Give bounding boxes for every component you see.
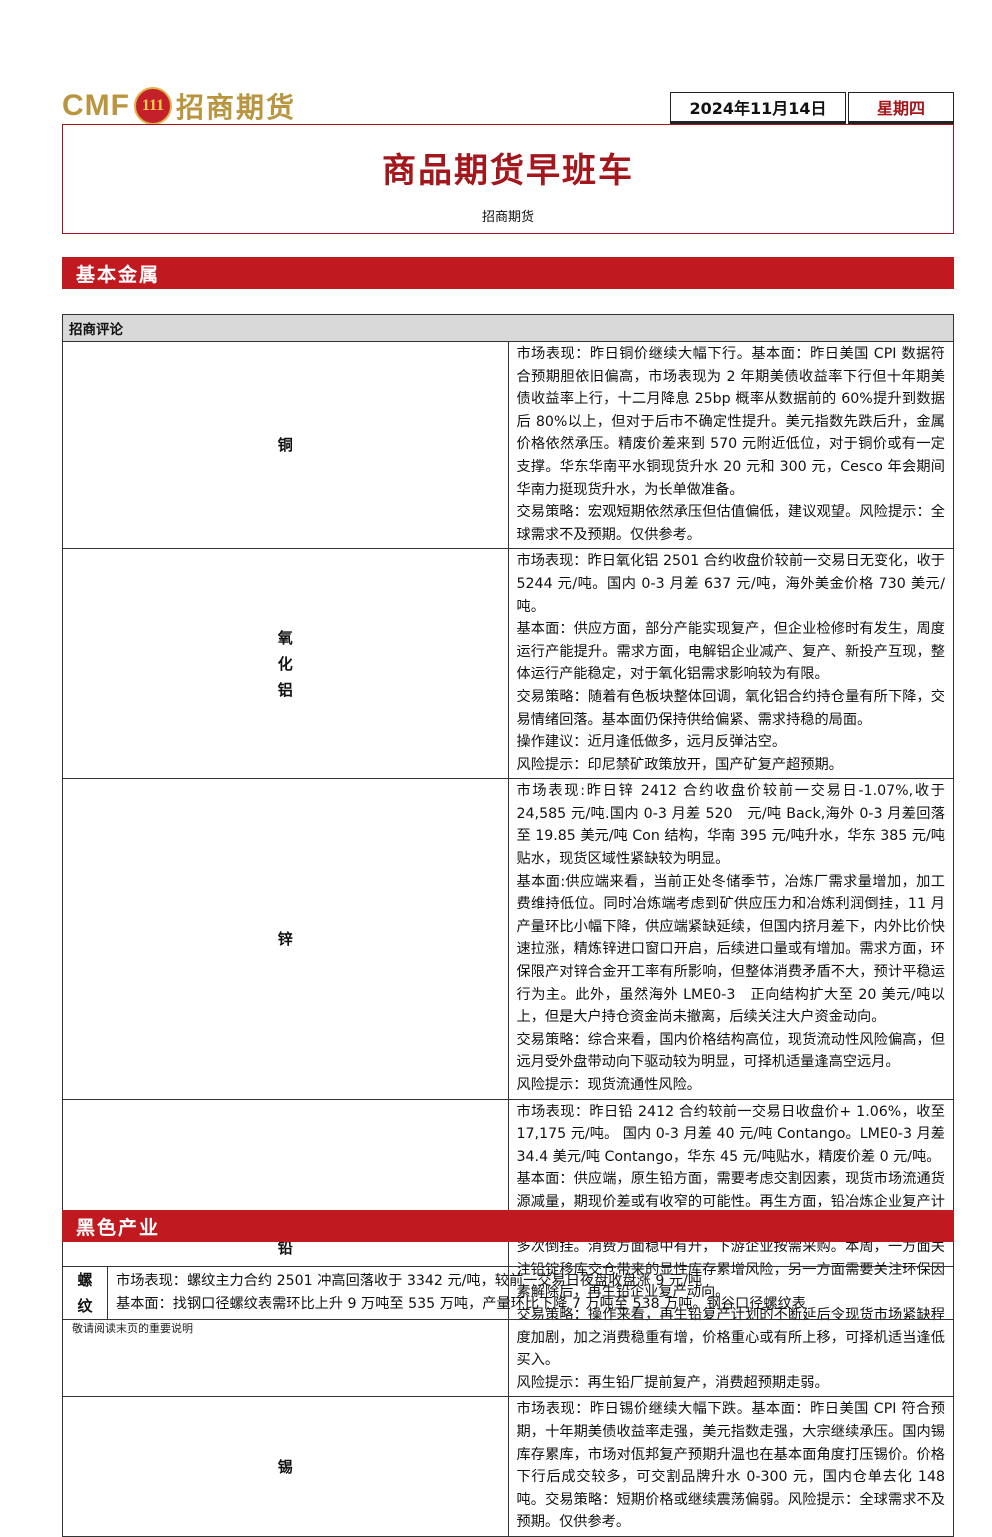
logo-cmf-text: CMF bbox=[62, 89, 130, 122]
row-content-alumina: 市场表现：昨日氧化铝 2501 合约收盘价较前一交易日无变化，收于 5244 元… bbox=[507, 548, 954, 780]
paragraph: 基本面：找钢口径螺纹表需环比上升 9 万吨至 535 万吨，产量环比下降 7 万… bbox=[116, 1295, 806, 1312]
report-weekday: 星期四 bbox=[848, 92, 954, 124]
row-label-rebar: 螺纹 bbox=[62, 1266, 108, 1320]
logo-seal-icon: 111 bbox=[133, 87, 172, 125]
table-row: 螺纹 市场表现：螺纹主力合约 2501 冲高回落收于 3342 元/吨，较前一交… bbox=[62, 1266, 954, 1320]
page-subtitle: 招商期货 bbox=[481, 210, 534, 225]
paragraph: 基本面：供应方面，部分产能实现复产，但企业检修时有发生，周度运行产能提升。需求方… bbox=[516, 621, 946, 683]
basic-metals-table: 招商评论 铜 市场表现：昨日铜价继续大幅下行。基本面：昨日美国 CPI 数据符合… bbox=[62, 314, 954, 1537]
company-logo: CMF 111 招商期货 bbox=[62, 84, 296, 128]
table-header-row: 招商评论 bbox=[62, 314, 954, 342]
table-header-label: 招商评论 bbox=[62, 314, 954, 342]
row-label-alumina: 氧化铝 bbox=[62, 548, 509, 780]
paragraph: 市场表现：昨日氧化铝 2501 合约收盘价较前一交易日无变化，收于 5244 元… bbox=[516, 553, 946, 615]
footer-disclaimer: 敬请阅读末页的重要说明 bbox=[72, 1322, 193, 1335]
paragraph: 市场表现：螺纹主力合约 2501 冲高回落收于 3342 元/吨，较前一交易日夜… bbox=[116, 1272, 703, 1289]
row-content-copper: 市场表现：昨日铜价继续大幅下行。基本面：昨日美国 CPI 数据符合预期胆依旧偏高… bbox=[507, 340, 954, 550]
table-row: 氧化铝 市场表现：昨日氧化铝 2501 合约收盘价较前一交易日无变化，收于 52… bbox=[62, 548, 954, 780]
row-content-lead: 市场表现：昨日铅 2412 合约较前一交易日收盘价+ 1.06%，收至 17,1… bbox=[507, 1098, 954, 1398]
vertical-label-text: 螺纹 bbox=[77, 1271, 93, 1315]
section-title-basic-metals: 基本金属 bbox=[62, 257, 954, 289]
paragraph: 市场表现：昨日铅 2412 合约较前一交易日收盘价+ 1.06%，收至 17,1… bbox=[516, 1103, 946, 1165]
row-content-rebar: 市场表现：螺纹主力合约 2501 冲高回落收于 3342 元/吨，较前一交易日夜… bbox=[107, 1266, 954, 1320]
row-content-zinc: 市场表现:昨日锌 2412 合约收盘价较前一交易日-1.07%,收于 24,58… bbox=[507, 778, 954, 1100]
page-title: 商品期货早班车 bbox=[382, 151, 634, 191]
row-label-zinc: 锌 bbox=[62, 778, 509, 1100]
table-row: 锡 市场表现：昨日锡价继续大幅下跌。基本面：昨日美国 CPI 符合预期，十年期美… bbox=[62, 1396, 954, 1537]
row-content-tin: 市场表现：昨日锡价继续大幅下跌。基本面：昨日美国 CPI 符合预期，十年期美债收… bbox=[507, 1396, 954, 1537]
row-label-tin: 锡 bbox=[62, 1396, 509, 1537]
table-row: 铅 市场表现：昨日铅 2412 合约较前一交易日收盘价+ 1.06%，收至 17… bbox=[62, 1098, 954, 1398]
paragraph: 操作建议：近月逢低做多，远月反弹沽空。 bbox=[516, 734, 787, 751]
paragraph: 市场表现:昨日锌 2412 合约收盘价较前一交易日-1.07%,收于 24,58… bbox=[516, 783, 946, 868]
paragraph: 交易策略：综合来看，国内价格结构高位，现货流动性风险偏高，但远月受外盘带动向下驱… bbox=[516, 1031, 946, 1071]
paragraph: 市场表现：昨日铜价继续大幅下行。基本面：昨日美国 CPI 数据符合预期胆依旧偏高… bbox=[516, 346, 946, 498]
paragraph: 风险提示：现货流通性风险。 bbox=[516, 1077, 701, 1093]
ferrous-table: 螺纹 市场表现：螺纹主力合约 2501 冲高回落收于 3342 元/吨，较前一交… bbox=[62, 1266, 954, 1320]
title-box: 商品期货早班车 招商期货 bbox=[62, 124, 954, 234]
logo-chinese-text: 招商期货 bbox=[175, 91, 296, 124]
paragraph: 交易策略：宏观短期依然承压但估值偏低，建议观望。风险提示：全球需求不及预期。仅供… bbox=[516, 504, 946, 543]
report-date: 2024年11月14日 bbox=[670, 92, 846, 124]
table-row: 铜 市场表现：昨日铜价继续大幅下行。基本面：昨日美国 CPI 数据符合预期胆依旧… bbox=[62, 340, 954, 550]
paragraph: 交易策略：随着有色板块整体回调，氧化铝合约持仓量有所下降，交易情绪回落。基本面仍… bbox=[516, 688, 946, 728]
paragraph: 风险提示：再生铅厂提前复产，消费超预期走弱。 bbox=[516, 1374, 829, 1391]
table-row: 锌 市场表现:昨日锌 2412 合约收盘价较前一交易日-1.07%,收于 24,… bbox=[62, 778, 954, 1100]
row-label-copper: 铜 bbox=[62, 340, 509, 550]
row-label-lead: 铅 bbox=[62, 1098, 509, 1398]
vertical-label-text: 氧化铝 bbox=[277, 628, 293, 699]
paragraph: 市场表现：昨日锡价继续大幅下跌。基本面：昨日美国 CPI 符合预期，十年期美债收… bbox=[516, 1401, 946, 1531]
paragraph: 基本面:供应端来看，当前正处冬储季节，冶炼厂需求量增加，加工费维持低位。同时冶炼… bbox=[516, 873, 946, 1026]
section-title-ferrous: 黑色产业 bbox=[62, 1210, 954, 1242]
paragraph: 风险提示：印尼禁矿政策放开，国产矿复产超预期。 bbox=[516, 756, 843, 773]
